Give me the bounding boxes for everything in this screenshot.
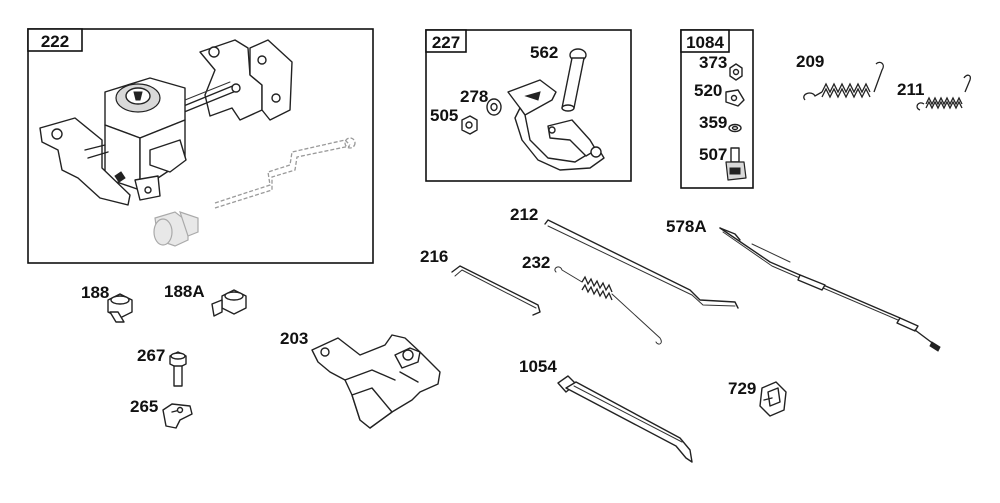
part-562-shoulder-bolt	[561, 48, 587, 112]
box-1084-label: 1084	[686, 33, 724, 52]
part-label-212: 212	[510, 205, 538, 224]
box-1084: 1084	[680, 29, 754, 189]
part-520-clip	[725, 89, 745, 107]
part-188-bolt	[107, 293, 133, 323]
part-507-switch	[725, 147, 747, 181]
part-265-clamp	[162, 403, 193, 429]
part-359-washer	[728, 123, 742, 133]
part-505-nut	[461, 115, 478, 135]
part-label-216: 216	[420, 247, 448, 266]
part-label-562: 562	[530, 43, 558, 62]
part-label-188A: 188A	[164, 282, 205, 301]
part-216-rod	[451, 265, 541, 316]
part-578A-cable	[719, 227, 941, 352]
part-label-203: 203	[280, 329, 308, 348]
part-label-507: 507	[699, 145, 727, 164]
part-278-washer	[486, 98, 502, 116]
part-227-throttle-lever	[507, 79, 605, 171]
part-729-clip	[759, 381, 787, 417]
box-222-label: 222	[41, 32, 69, 51]
part-label-729: 729	[728, 379, 756, 398]
part-203-bracket	[311, 334, 441, 429]
part-label-373: 373	[699, 53, 727, 72]
part-label-359: 359	[699, 113, 727, 132]
part-373-nut	[729, 63, 743, 81]
part-232-spring	[554, 266, 662, 345]
box-227: 227	[425, 29, 632, 182]
part-label-232: 232	[522, 253, 550, 272]
control-bracket-assembly	[39, 39, 293, 206]
part-label-505: 505	[430, 106, 458, 125]
part-label-1054: 1054	[519, 357, 557, 376]
part-label-578A: 578A	[666, 217, 707, 236]
part-188A-bolt	[211, 289, 247, 317]
part-267-screw	[169, 351, 187, 387]
part-1054-cable-tie	[557, 375, 693, 463]
part-209-spring	[803, 61, 884, 101]
phantom-governor-rod	[153, 137, 356, 247]
box-222: 222	[27, 28, 374, 264]
part-label-267: 267	[137, 346, 165, 365]
part-211-spring	[916, 74, 972, 111]
part-label-188: 188	[81, 283, 109, 302]
box-227-label: 227	[432, 33, 460, 52]
part-label-209: 209	[796, 52, 824, 71]
part-label-520: 520	[694, 81, 722, 100]
part-212-rod	[544, 219, 739, 309]
part-label-278: 278	[460, 87, 488, 106]
part-label-211: 211	[897, 80, 924, 99]
part-label-265: 265	[130, 397, 158, 416]
